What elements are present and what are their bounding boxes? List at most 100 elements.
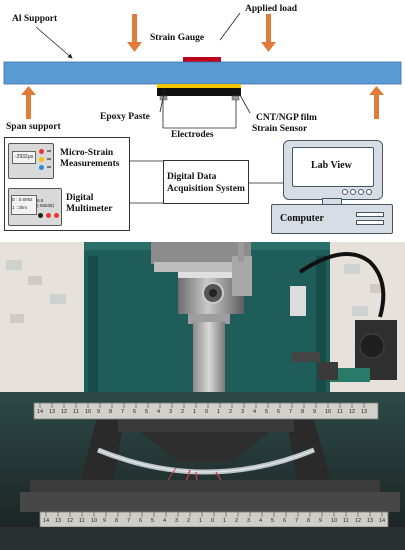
computer-base: Computer [271,204,393,234]
ruler-number: 13 [49,409,56,415]
ruler-number: 4 [259,518,263,524]
ruler-number: 8 [115,518,119,524]
ruler-number: 9 [103,518,107,524]
label-daq-1: Digital Data [167,172,217,182]
ruler-number: 1 [193,409,197,415]
mm-line-1: E : 0.6092 [12,197,33,202]
mm-screen: E : 0.6092 1 : 2hm [11,195,37,215]
ruler-number: 2 [229,409,233,415]
terminal-red-icon [54,213,59,218]
ruler-number: 2 [181,409,185,415]
ruler-number: 6 [139,518,143,524]
yellow-knob-icon [39,157,44,162]
terminal-black-icon [38,213,43,218]
base-plate [20,492,400,512]
label-daq-2: Acquisition System [167,184,245,194]
ruler-number: 0 [205,409,209,415]
ruler-number: 11 [79,518,85,524]
label-micro-strain: Micro-Strain [60,148,114,158]
ruler-number: 13 [367,518,374,524]
ruler-number: 10 [331,518,338,524]
monitor-button-icon [350,189,356,195]
ruler-number: 2 [187,518,191,524]
ruler-number: 11 [73,409,79,415]
label-multimeter: Multimeter [66,204,113,214]
electrode-right [231,95,240,101]
ruler-number: 13 [55,518,62,524]
ruler-number: 3 [247,518,251,524]
ruler-number: 7 [289,409,293,415]
top-ruler-ticks [39,403,365,408]
support-leg-left [78,420,124,492]
ruler-number: 5 [151,518,155,524]
span-support-arrow-left [21,86,36,119]
red-knob-icon [39,149,44,154]
monitor-button-icon [366,189,372,195]
ruler-number: 7 [127,518,131,524]
applied-load-arrow-right [261,14,276,52]
ruler-number: 5 [265,409,269,415]
micro-strain-meter: -2932μs [8,143,54,179]
support-leg-right [286,420,334,492]
label-computer: Computer [280,213,324,224]
ruler-number: 7 [121,409,125,415]
daq-box: Digital Data Acquisition System [163,160,249,204]
terminal-red-icon [46,213,51,218]
label-al-support: Al Support [12,14,58,24]
ruler-number: 10 [85,409,92,415]
ruler-number: 13 [361,409,368,415]
ruler-number: 4 [157,409,161,415]
label-digital: Digital [66,193,94,203]
label-span-support: Span support [6,122,61,132]
strain-readout: -2932μs [12,151,36,164]
ruler-number: 8 [109,409,113,415]
label-strain-sensor: Strain Sensor [252,124,308,134]
label-cnt-film: CNT/NGP film [256,113,317,123]
monitor-button-icon [342,189,348,195]
al-support-beam [3,61,402,85]
ruler-number: 3 [169,409,173,415]
ruler-number: 4 [253,409,257,415]
ruler-number: 1 [217,409,221,415]
ruler-number: 6 [277,409,281,415]
ruler-number: 12 [67,518,74,524]
blue-knob-icon [39,165,44,170]
cnt-film [157,88,241,96]
ruler-number: 5 [145,409,149,415]
computer-monitor: Lab View [283,140,383,200]
plunger [188,314,230,324]
ruler-number: 4 [163,518,167,524]
ruler-number: 11 [343,518,349,524]
ruler-number: 12 [61,409,68,415]
ruler-number: 10 [91,518,98,524]
ruler-number: 0 [211,518,215,524]
ruler-number: 5 [271,518,275,524]
label-measurements: Measurements [60,159,120,169]
wall-tiles [6,260,384,323]
crosshead [151,242,251,264]
ruler-number: 14 [37,409,44,415]
ruler-number: 11 [337,409,343,415]
bottom-ruler-ticks [45,512,383,517]
meter-marking [47,166,51,168]
ruler-number: 8 [307,518,311,524]
ruler-number: 10 [325,409,332,415]
mm-value: 6.5 (-65536) [37,198,55,208]
ruler-number: 7 [295,518,299,524]
ruler-number: 9 [97,409,101,415]
monitor-button-icon [358,189,364,195]
strain-gauge-rect [183,57,221,62]
ruler-number: 14 [43,518,50,524]
ruler-number: 2 [235,518,239,524]
schematic-graphics [3,12,402,204]
schematic-diagram: Al Support Strain Gauge Applied load Spa… [0,0,405,238]
drive-slot-icon [356,220,384,225]
ruler-number: 14 [379,518,386,524]
ruler-number: 12 [355,518,362,524]
digital-multimeter-device: E : 0.6092 1 : 2hm 6.5 (-65536) [8,188,62,226]
photo-illustration [0,242,405,550]
ruler-number: 3 [175,518,179,524]
